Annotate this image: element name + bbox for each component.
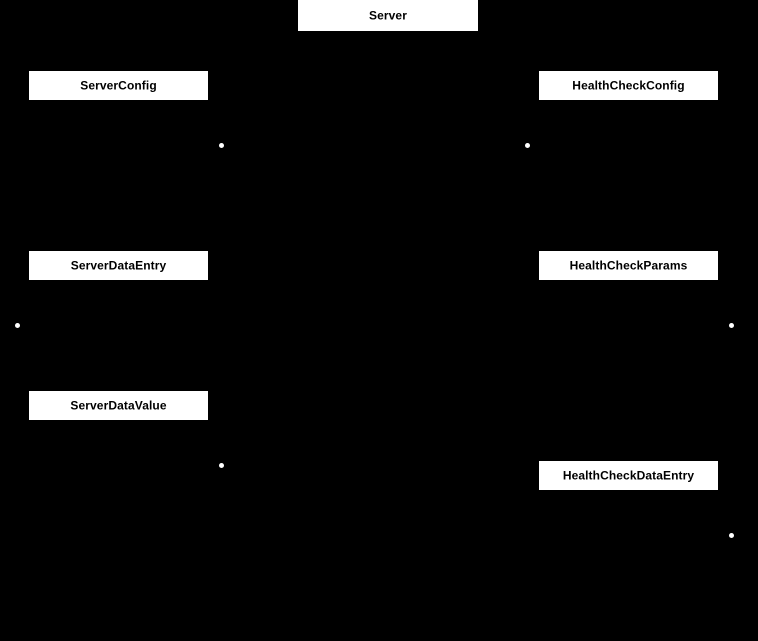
node-label-health-check-config: HealthCheckConfig xyxy=(572,78,685,92)
connector-dot-right-upper xyxy=(525,143,530,148)
node-label-health-check-data-entry: HealthCheckDataEntry xyxy=(562,468,695,482)
connector-dot-right-edge xyxy=(729,323,734,328)
node-health-check-data-entry[interactable]: HealthCheckDataEntry xyxy=(539,461,718,490)
connector-dot-left-upper xyxy=(219,143,224,148)
node-server-data-value[interactable]: ServerDataValue xyxy=(29,391,208,420)
node-health-check-config[interactable]: HealthCheckConfig xyxy=(539,71,718,100)
node-label-health-check-params: HealthCheckParams xyxy=(569,258,688,272)
node-label-server-config: ServerConfig xyxy=(80,78,157,92)
node-health-check-params[interactable]: HealthCheckParams xyxy=(539,251,718,280)
node-server-config[interactable]: ServerConfig xyxy=(29,71,208,100)
node-label-server: Server xyxy=(369,8,407,22)
connector-dot-left-lower xyxy=(219,463,224,468)
connector-dot-right-lower xyxy=(729,533,734,538)
node-server[interactable]: Server xyxy=(298,0,478,31)
connector-dot-left-edge xyxy=(15,323,20,328)
node-label-server-data-value: ServerDataValue xyxy=(70,398,167,412)
node-label-server-data-entry: ServerDataEntry xyxy=(70,258,167,272)
node-server-data-entry[interactable]: ServerDataEntry xyxy=(29,251,208,280)
